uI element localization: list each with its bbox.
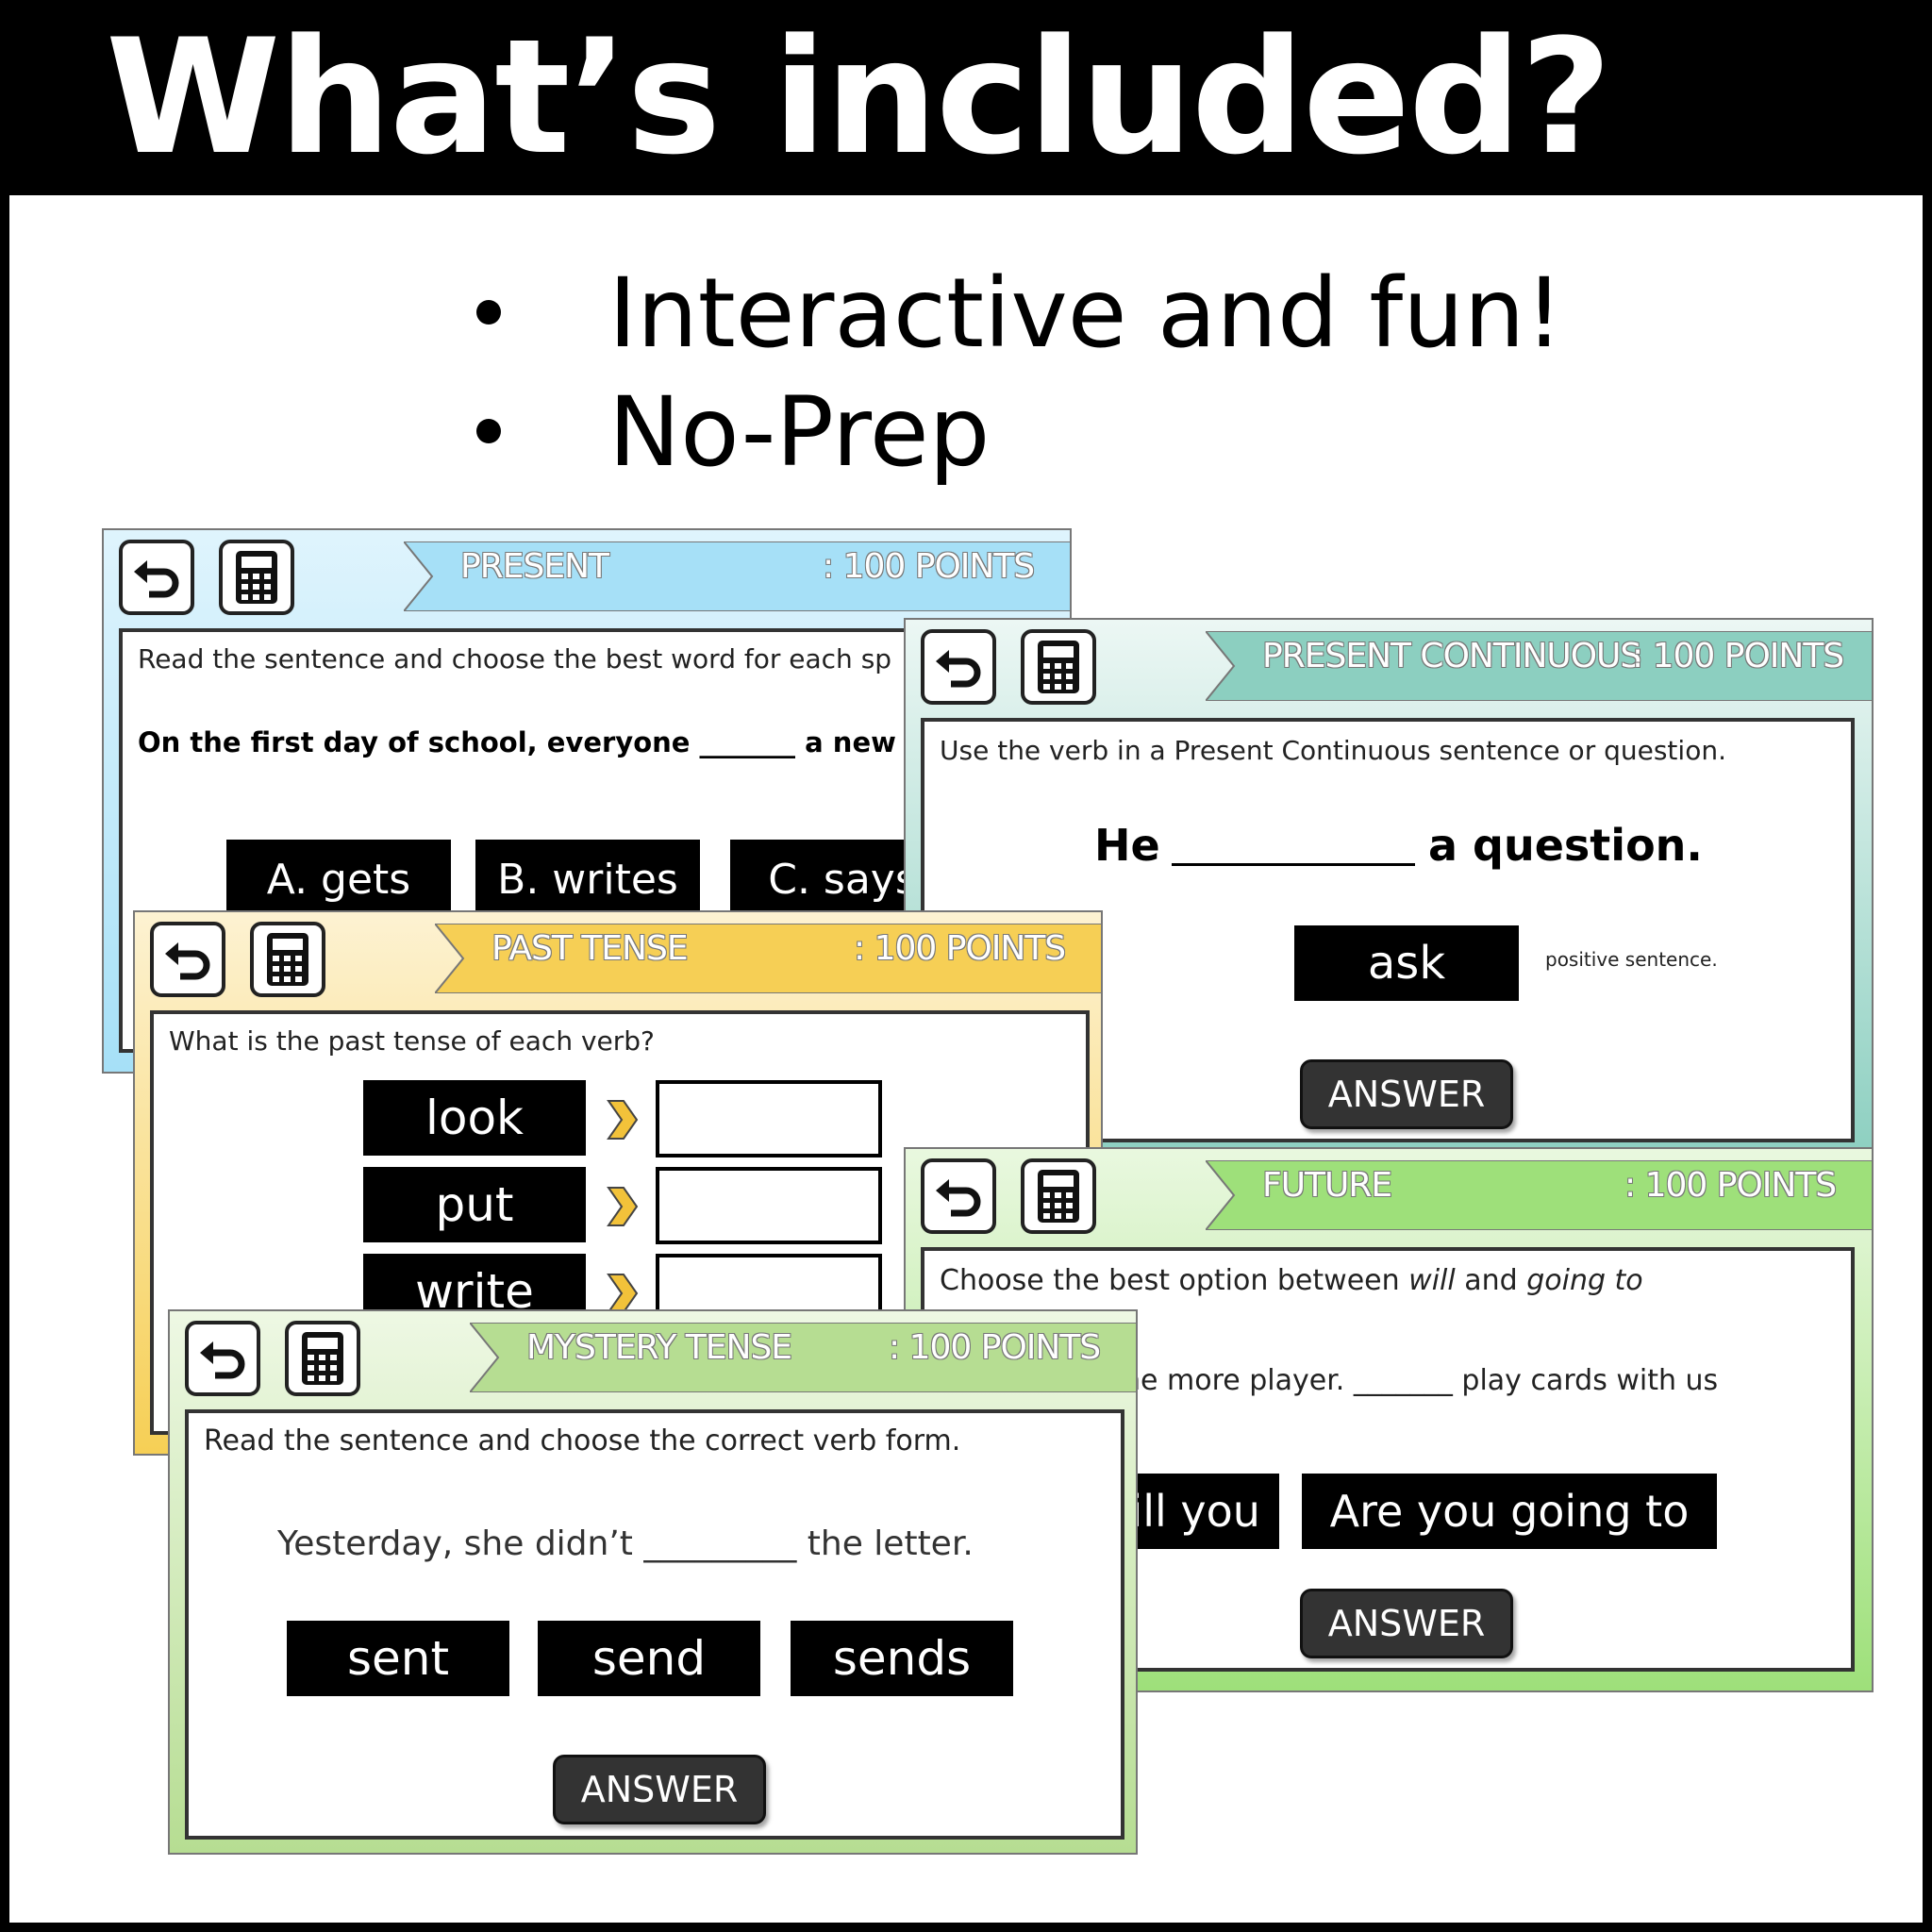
- option-b-button[interactable]: B. writes: [475, 840, 700, 919]
- question-sentence: Yesterday, she didn’t _________ the lett…: [277, 1524, 974, 1563]
- feature-text: Interactive and fun!: [608, 258, 1564, 370]
- slide-mystery-tense: MYSTERY TENSE : 100 POINTS Read the sent…: [168, 1309, 1138, 1855]
- calculator-button[interactable]: [1021, 629, 1096, 705]
- feature-text: No-Prep: [608, 376, 991, 489]
- instruction-emphasis: will: [1408, 1264, 1456, 1297]
- header-arrow-shape: [404, 541, 1070, 611]
- verb-box: look: [363, 1080, 586, 1156]
- header-arrow-shape: [1206, 631, 1872, 701]
- calculator-icon: [267, 933, 308, 986]
- answer-button[interactable]: ANSWER: [1300, 1589, 1513, 1658]
- header-arrow-shape: [435, 924, 1101, 993]
- title-banner: What’s included?: [0, 0, 1932, 195]
- answer-button[interactable]: ANSWER: [553, 1755, 766, 1824]
- calculator-icon: [1038, 1170, 1079, 1223]
- option-send-button[interactable]: send: [538, 1621, 760, 1696]
- undo-arrow-icon: [134, 560, 179, 598]
- undo-arrow-icon: [165, 942, 210, 980]
- points-label: : 100 POINTS: [889, 1328, 1101, 1367]
- instruction-text: Read the sentence and choose the best wo…: [138, 643, 892, 675]
- question-sentence: ne more player. _______ play cards with …: [1123, 1364, 1719, 1397]
- page-title: What’s included?: [106, 5, 1612, 190]
- question-sentence: On the first day of school, everyone ___…: [138, 726, 944, 758]
- instruction-text: Read the sentence and choose the correct…: [204, 1424, 961, 1457]
- undo-button[interactable]: [185, 1321, 260, 1396]
- calculator-button[interactable]: [219, 540, 294, 615]
- points-label: : 100 POINTS: [823, 547, 1035, 586]
- calculator-button[interactable]: [1021, 1158, 1096, 1234]
- undo-arrow-icon: [200, 1341, 245, 1379]
- category-label: PRESENT: [460, 547, 609, 586]
- instruction-text: Choose the best option between will and …: [940, 1264, 1643, 1297]
- option-a-button[interactable]: A. gets: [226, 840, 451, 919]
- points-label: : 100 POINTS: [854, 929, 1066, 968]
- header-arrow-shape: [1206, 1160, 1872, 1230]
- option-going-to-button[interactable]: Are you going to: [1302, 1474, 1717, 1549]
- category-header: [470, 1323, 1136, 1392]
- sentence-start: He: [1094, 820, 1160, 871]
- category-header: [1206, 631, 1872, 701]
- answer-blank: [1172, 863, 1415, 866]
- undo-button[interactable]: [119, 540, 194, 615]
- undo-arrow-icon: [936, 650, 981, 688]
- calculator-icon: [302, 1332, 343, 1385]
- category-header: [404, 541, 1070, 611]
- header-arrow-shape: [470, 1323, 1136, 1392]
- chevron-right-icon: [607, 1100, 639, 1140]
- bullet-dot: [476, 300, 501, 325]
- undo-button[interactable]: [921, 1158, 996, 1234]
- category-label: PRESENT CONTINUOUS: [1262, 637, 1641, 675]
- undo-button[interactable]: [150, 922, 225, 997]
- hint-text: positive sentence.: [1545, 948, 1718, 971]
- category-header: [435, 924, 1101, 993]
- answer-button[interactable]: ANSWER: [1300, 1059, 1513, 1129]
- option-sends-button[interactable]: sends: [791, 1621, 1013, 1696]
- calculator-icon: [236, 551, 277, 604]
- calculator-icon: [1038, 641, 1079, 693]
- option-sent-button[interactable]: sent: [287, 1621, 509, 1696]
- undo-arrow-icon: [936, 1179, 981, 1217]
- category-label: MYSTERY TENSE: [526, 1328, 792, 1367]
- category-label: FUTURE: [1262, 1166, 1392, 1205]
- verb-box: ask: [1294, 925, 1519, 1001]
- chevron-right-icon: [607, 1274, 639, 1313]
- chevron-right-icon: [607, 1187, 639, 1226]
- answer-input[interactable]: [656, 1080, 882, 1158]
- undo-button[interactable]: [921, 629, 996, 705]
- instruction-text: Use the verb in a Present Continuous sen…: [940, 735, 1726, 766]
- points-label: : 100 POINTS: [1632, 637, 1844, 675]
- category-header: [1206, 1160, 1872, 1230]
- instruction-emphasis: going to: [1526, 1264, 1643, 1297]
- category-label: PAST TENSE: [491, 929, 689, 968]
- instruction-text: What is the past tense of each verb?: [169, 1025, 655, 1057]
- verb-box: put: [363, 1167, 586, 1242]
- instruction-part: Choose the best option between: [940, 1264, 1409, 1297]
- bullet-dot: [476, 419, 501, 443]
- calculator-button[interactable]: [285, 1321, 360, 1396]
- calculator-button[interactable]: [250, 922, 325, 997]
- question-panel: Read the sentence and choose the correct…: [185, 1409, 1124, 1840]
- instruction-part: and: [1455, 1264, 1527, 1297]
- sentence-end: a question.: [1428, 820, 1703, 871]
- points-label: : 100 POINTS: [1624, 1166, 1837, 1205]
- answer-input[interactable]: [656, 1167, 882, 1244]
